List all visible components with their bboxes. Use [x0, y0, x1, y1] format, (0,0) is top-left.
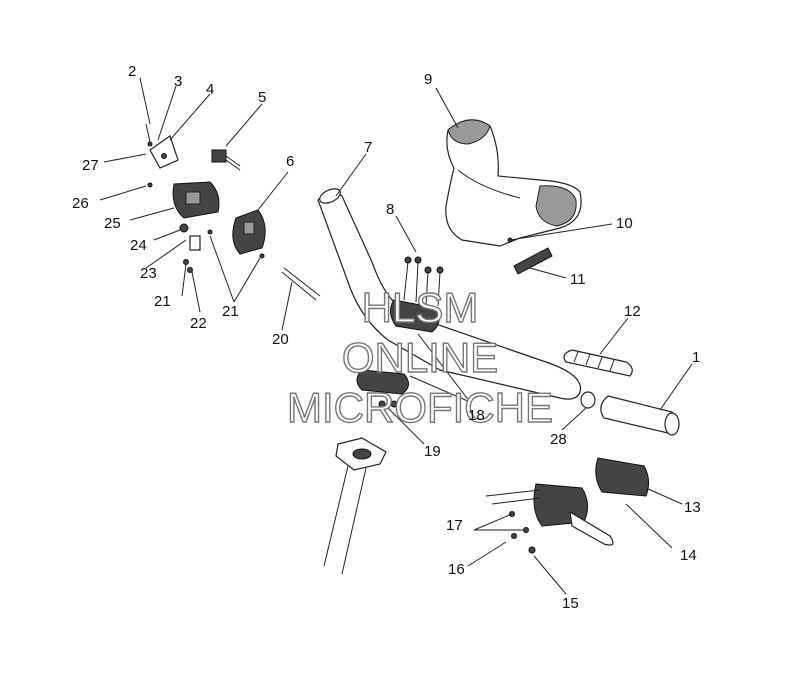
callout-25: 25 [104, 215, 121, 232]
grip-right [600, 395, 680, 436]
callout-28: 28 [550, 431, 567, 448]
callout-17: 17 [446, 517, 463, 534]
callout-19: 19 [424, 443, 441, 460]
callout-10: 10 [616, 215, 633, 232]
throttle-bracket [145, 123, 265, 273]
cable [281, 267, 321, 301]
callout-4: 4 [206, 81, 214, 98]
callout-labels: 2 3 4 5 6 7 8 9 10 11 12 1 28 20 21 21 2… [72, 63, 701, 612]
callout-27: 27 [82, 157, 99, 174]
callout-11: 11 [570, 271, 586, 288]
bushing [580, 391, 596, 409]
callout-12: 12 [624, 303, 641, 320]
callout-7: 7 [364, 139, 372, 156]
callout-15: 15 [562, 595, 579, 612]
callout-22: 22 [190, 315, 207, 332]
brake-lever-assembly [485, 457, 650, 554]
callout-2: 2 [128, 63, 136, 80]
watermark-line-1: HLSM [362, 284, 479, 331]
callout-26: 26 [72, 195, 89, 212]
callout-6: 6 [286, 153, 294, 170]
steering-column [323, 437, 387, 575]
watermark-line-3: MICROFICHE [287, 384, 553, 431]
callout-23: 23 [140, 265, 157, 282]
callout-9: 9 [424, 71, 432, 88]
callout-21-left: 21 [154, 293, 171, 310]
callout-5: 5 [258, 89, 266, 106]
clip-bracket [507, 237, 553, 275]
handlebar-clamp [356, 256, 444, 408]
callout-20: 20 [272, 331, 289, 348]
hand-guard [445, 119, 582, 247]
switch-housing [172, 181, 266, 255]
watermark: HLSM ONLINE MICROFICHE [286, 283, 553, 431]
leader-lines [99, 77, 693, 595]
callout-18: 18 [468, 407, 485, 424]
callout-13: 13 [684, 499, 701, 516]
callout-8: 8 [386, 201, 394, 218]
callout-21-right: 21 [222, 303, 239, 320]
handlebar-tube [317, 188, 582, 400]
callout-1: 1 [692, 349, 700, 366]
watermark-line-2: ONLINE [342, 334, 498, 381]
callout-16: 16 [448, 561, 465, 578]
callout-14: 14 [680, 547, 697, 564]
grip-left [563, 349, 633, 377]
callout-24: 24 [130, 237, 147, 254]
callout-3: 3 [174, 73, 182, 90]
